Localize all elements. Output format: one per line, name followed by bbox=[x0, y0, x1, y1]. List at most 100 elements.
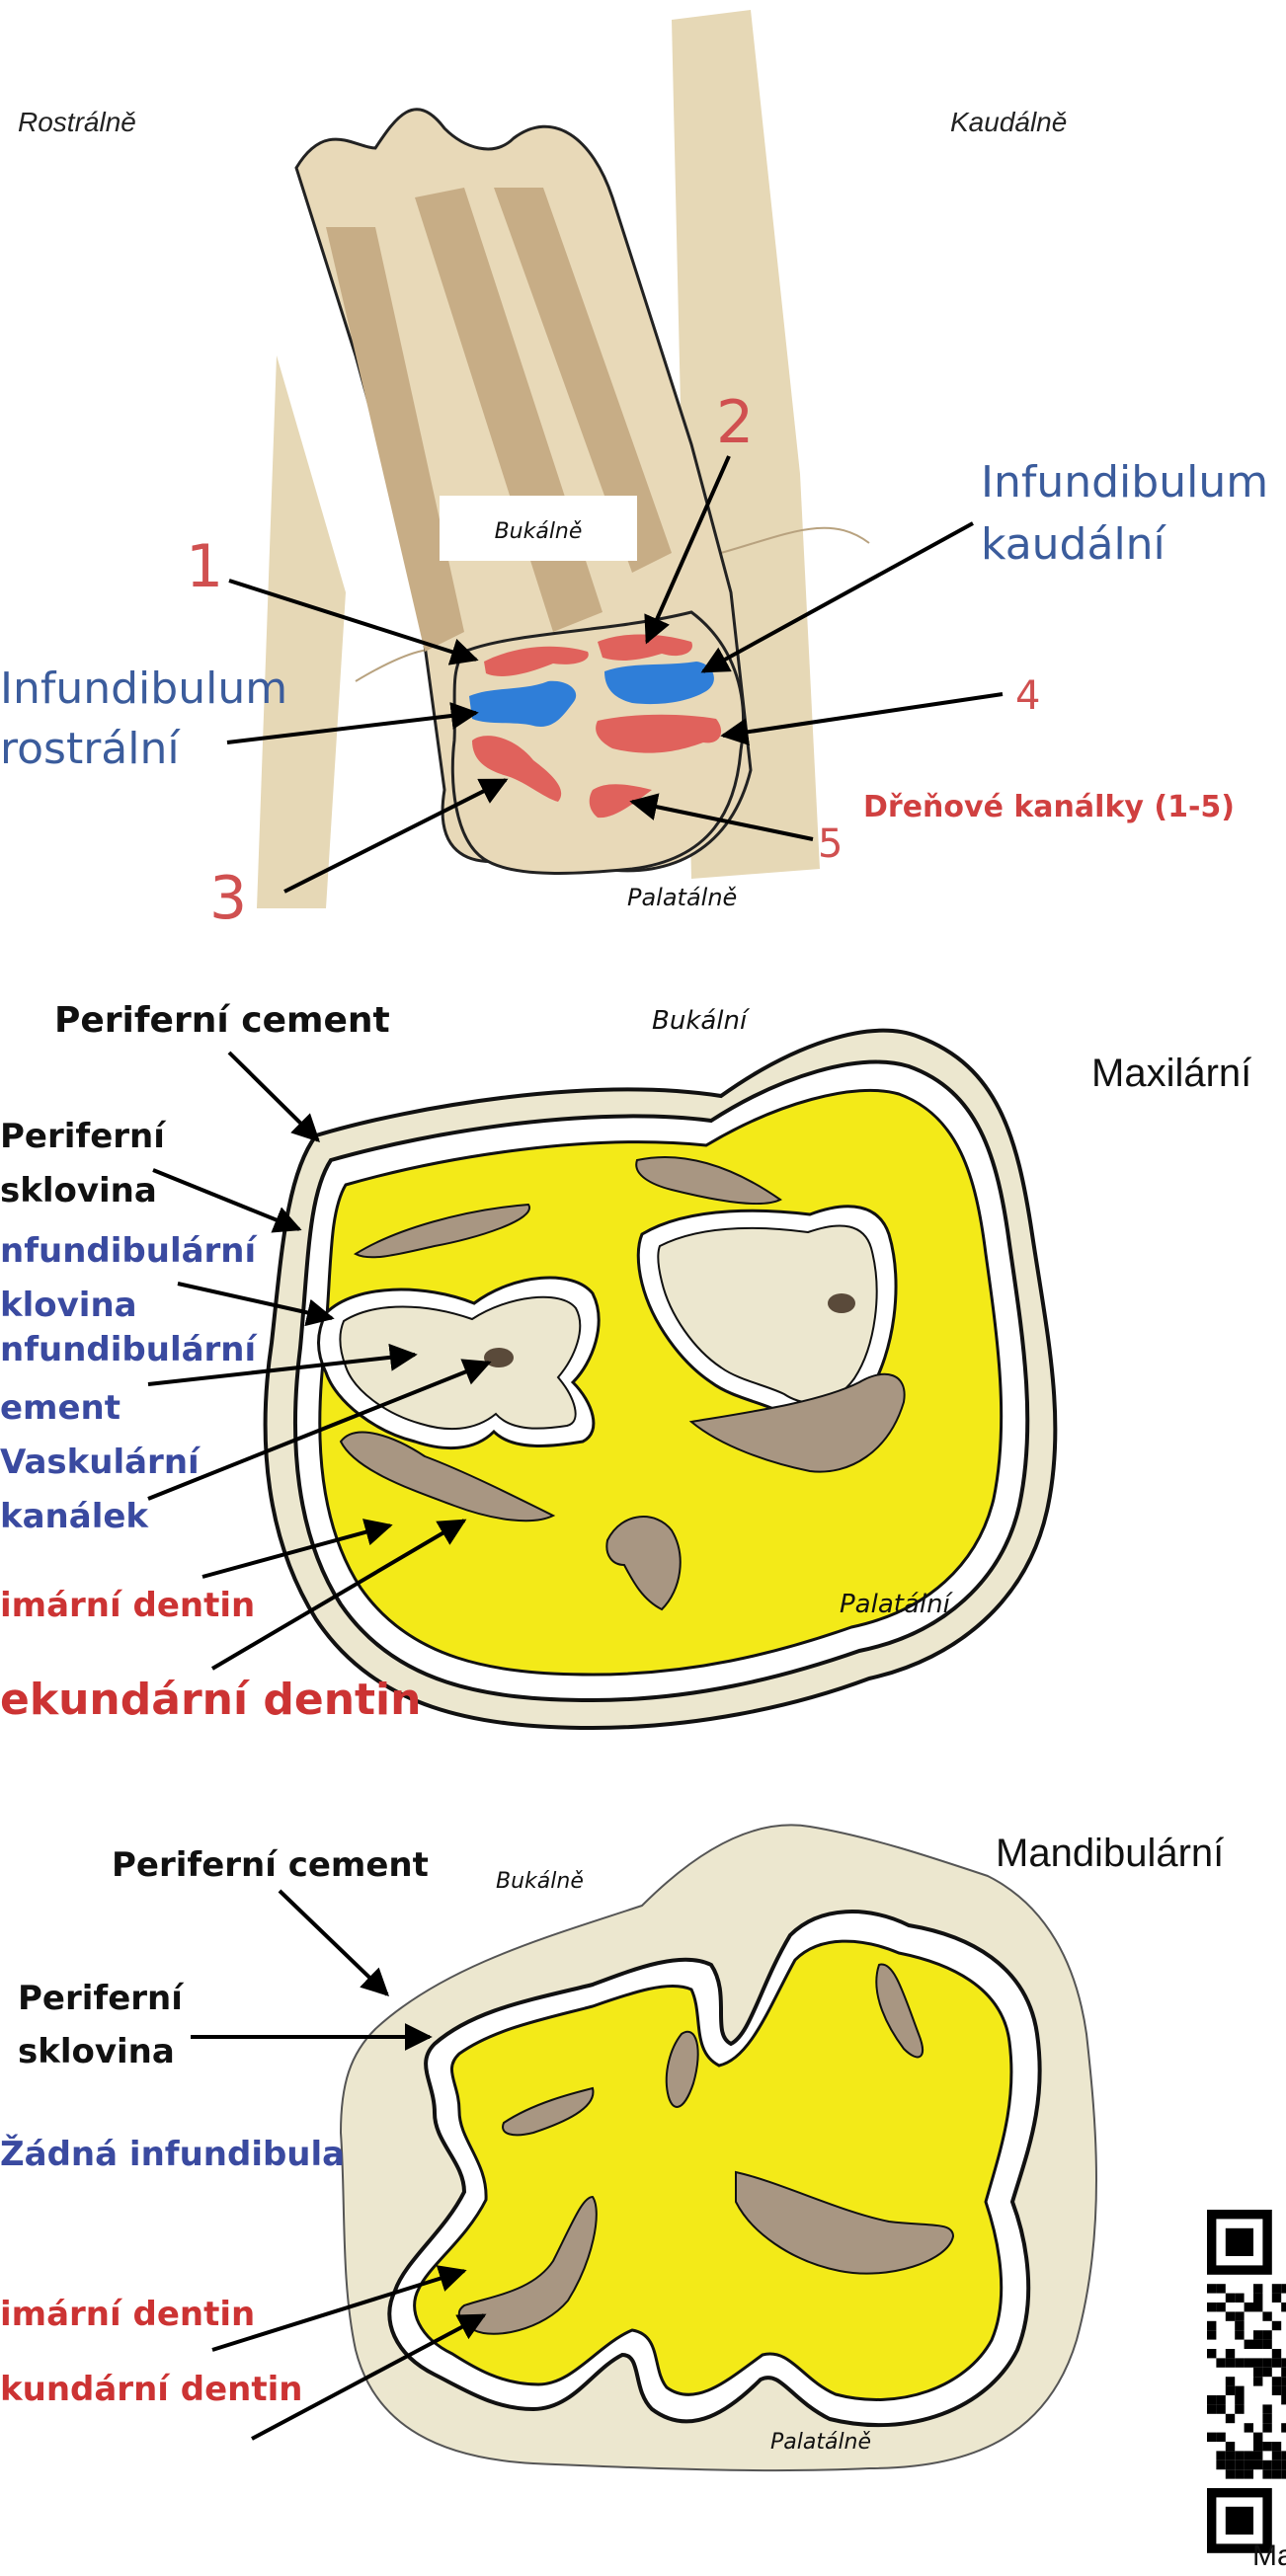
qr-module bbox=[1253, 2442, 1262, 2451]
label-inf-cement-1: nfundibulární bbox=[0, 1330, 259, 1369]
qr-module bbox=[1207, 2330, 1216, 2339]
qr-module bbox=[1216, 2284, 1225, 2293]
label-periferni-sklovina-p2-1: Periferní bbox=[0, 1117, 167, 1156]
qr-module bbox=[1272, 2469, 1281, 2478]
qr-module bbox=[1226, 2358, 1235, 2367]
qr-module bbox=[1272, 2321, 1281, 2330]
label-zadna-infundibula: Žádná infundibula bbox=[0, 2134, 345, 2174]
qr-caption: Ma bbox=[1252, 2539, 1286, 2572]
qr-module bbox=[1253, 2451, 1262, 2459]
qr-module bbox=[1272, 2358, 1281, 2367]
qr-module bbox=[1226, 2460, 1235, 2469]
label-sekundarni-dentin-p3: kundární dentin bbox=[0, 2370, 302, 2409]
qr-module bbox=[1262, 2469, 1271, 2478]
qr-module bbox=[1207, 2404, 1216, 2413]
label-num-1: 1 bbox=[186, 532, 223, 601]
qr-module bbox=[1226, 2414, 1235, 2423]
qr-module bbox=[1281, 2469, 1286, 2478]
label-sekundarni-dentin-p2: ekundární dentin bbox=[0, 1675, 421, 1725]
qr-module bbox=[1207, 2349, 1216, 2358]
qr-module bbox=[1216, 2460, 1225, 2469]
qr-module bbox=[1262, 2414, 1271, 2423]
qr-module bbox=[1235, 2358, 1244, 2367]
qr-module bbox=[1253, 2368, 1262, 2377]
label-mandibularni: Mandibulární bbox=[996, 1832, 1224, 1875]
panel-longitudinal-section: Bukálně Rostrálně Kaudálně Palatálně 1 2… bbox=[0, 10, 1268, 933]
qr-module bbox=[1245, 2469, 1253, 2478]
label-periferni-cement-p3: Periferní cement bbox=[112, 1845, 429, 1885]
qr-module bbox=[1226, 2442, 1235, 2451]
label-maxilarni: Maxilární bbox=[1091, 1052, 1251, 1095]
qr-module bbox=[1235, 2469, 1244, 2478]
qr-module bbox=[1226, 2294, 1235, 2303]
qr-module bbox=[1262, 2330, 1271, 2339]
qr-module bbox=[1272, 2377, 1281, 2385]
qr-module bbox=[1262, 2340, 1271, 2349]
qr-module bbox=[1207, 2395, 1216, 2404]
qr-module bbox=[1245, 2460, 1253, 2469]
qr-module bbox=[1235, 2321, 1244, 2330]
qr-module bbox=[1262, 2442, 1271, 2451]
qr-module bbox=[1245, 2423, 1253, 2432]
qr-module bbox=[1253, 2358, 1262, 2367]
qr-module bbox=[1281, 2284, 1286, 2293]
qr-module bbox=[1253, 2377, 1262, 2385]
qr-module bbox=[1272, 2386, 1281, 2395]
qr-module bbox=[1226, 2349, 1235, 2358]
qr-module bbox=[1281, 2358, 1286, 2367]
label-drenove-kanalky: Dřeňové kanálky (1-5) bbox=[863, 790, 1235, 824]
label-periferni-cement-p2: Periferní cement bbox=[54, 1000, 390, 1041]
label-bukalne-p1: Bukálně bbox=[495, 519, 583, 544]
qr-module bbox=[1272, 2284, 1281, 2293]
label-palatalne-p1: Palatálně bbox=[627, 884, 737, 911]
neighbour-tooth-left bbox=[257, 355, 346, 908]
label-rostralne: Rostrálně bbox=[18, 107, 136, 137]
label-inf-rostralni-1: Infundibulum bbox=[0, 664, 287, 714]
qr-module bbox=[1262, 2358, 1271, 2367]
qr-module bbox=[1235, 2294, 1244, 2303]
qr-module bbox=[1245, 2358, 1253, 2367]
qr-module bbox=[1235, 2386, 1244, 2395]
qr-module bbox=[1272, 2294, 1281, 2303]
panel-mandibular: Periferní cement Bukálně Mandibulární Pe… bbox=[0, 1825, 1224, 2470]
label-periferni-sklovina-p3-1: Periferní bbox=[18, 1979, 185, 2018]
maxillary-vascular-canal-caudal bbox=[828, 1293, 855, 1313]
qr-module bbox=[1245, 2303, 1253, 2311]
label-periferni-sklovina-p2-2: sklovina bbox=[0, 1171, 157, 1210]
qr-module bbox=[1235, 2404, 1244, 2413]
qr-module bbox=[1253, 2303, 1262, 2311]
label-bukalni-p2: Bukální bbox=[652, 1006, 751, 1036]
qr-module bbox=[1281, 2377, 1286, 2385]
label-inf-sklovina-2: klovina bbox=[0, 1286, 137, 1325]
qr-module bbox=[1253, 2460, 1262, 2469]
label-bukalne-p3: Bukálně bbox=[496, 1869, 584, 1894]
qr-module bbox=[1253, 2284, 1262, 2293]
label-vaskularni-1: Vaskulární bbox=[0, 1443, 201, 1482]
qr-module bbox=[1281, 2386, 1286, 2395]
qr-module bbox=[1272, 2349, 1281, 2358]
qr-module bbox=[1262, 2368, 1271, 2377]
qr-module bbox=[1281, 2423, 1286, 2432]
label-palatalne-p3: Palatálně bbox=[770, 2430, 871, 2455]
qr-module bbox=[1226, 2469, 1235, 2478]
qr-module bbox=[1253, 2330, 1262, 2339]
label-num-2: 2 bbox=[716, 388, 754, 457]
label-primarni-dentin-p2: imární dentin bbox=[0, 1586, 255, 1625]
qr-module bbox=[1272, 2460, 1281, 2469]
qr-module bbox=[1281, 2368, 1286, 2377]
qr-module bbox=[1216, 2451, 1225, 2459]
qr-module bbox=[1235, 2395, 1244, 2404]
qr-module bbox=[1253, 2294, 1262, 2303]
label-periferni-sklovina-p3-2: sklovina bbox=[18, 2032, 175, 2071]
label-num-3: 3 bbox=[209, 864, 247, 933]
label-palatalni-p2: Palatální bbox=[840, 1590, 954, 1619]
qr-module bbox=[1253, 2433, 1262, 2442]
qr-module bbox=[1281, 2303, 1286, 2311]
label-primarni-dentin-p3: imární dentin bbox=[0, 2295, 255, 2334]
label-inf-cement-2: ement bbox=[0, 1388, 121, 1428]
qr-module bbox=[1207, 2433, 1216, 2442]
qr-module bbox=[1281, 2395, 1286, 2404]
label-num-4: 4 bbox=[1015, 673, 1040, 719]
qr-module bbox=[1262, 2311, 1271, 2320]
